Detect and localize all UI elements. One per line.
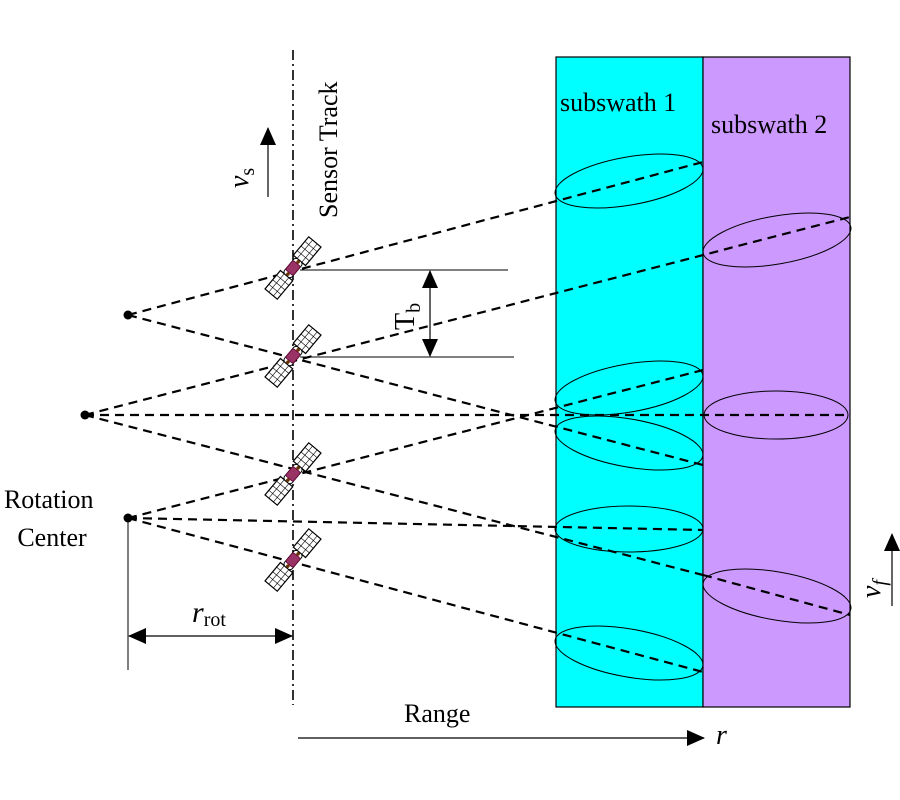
subswath-1-region [555, 56, 704, 708]
beam-line [84, 215, 851, 417]
footprints [554, 153, 852, 681]
footprint-ellipse [554, 625, 704, 681]
satellite-icon [264, 236, 322, 300]
subswath-1-label: subswath 1 [560, 88, 676, 117]
range-axis-symbol: r [716, 720, 727, 751]
beam-lines [84, 160, 851, 674]
beam-line [127, 516, 704, 674]
rotation-center-dot [123, 513, 133, 523]
footprint-velocity-label: vf [856, 578, 891, 598]
footprint-ellipse [554, 360, 704, 416]
rotation-radius-label: rrot [192, 596, 226, 631]
footprint-ellipse [702, 568, 852, 624]
footprint-ellipse [554, 415, 704, 471]
footprint-ellipse [554, 153, 704, 209]
beam-line [702, 573, 851, 617]
beam-line [127, 160, 704, 317]
sensor-velocity-label: vs [224, 168, 259, 188]
footprint-ellipse [702, 212, 852, 268]
burst-time-label: Tb [390, 303, 425, 330]
rotation-center-dot [123, 310, 133, 320]
subswath-2-label: subswath 2 [711, 110, 827, 139]
sensor-track-label: Sensor Track [314, 81, 343, 218]
range-label: Range [404, 699, 470, 728]
subswath-2-region [702, 56, 851, 708]
beam-line [127, 368, 704, 520]
beam-line [127, 313, 704, 467]
rotation-center-label: Rotation Center [4, 485, 100, 552]
rotation-center-dot [80, 410, 90, 420]
beam-line [127, 516, 704, 532]
beam-line [84, 413, 704, 577]
